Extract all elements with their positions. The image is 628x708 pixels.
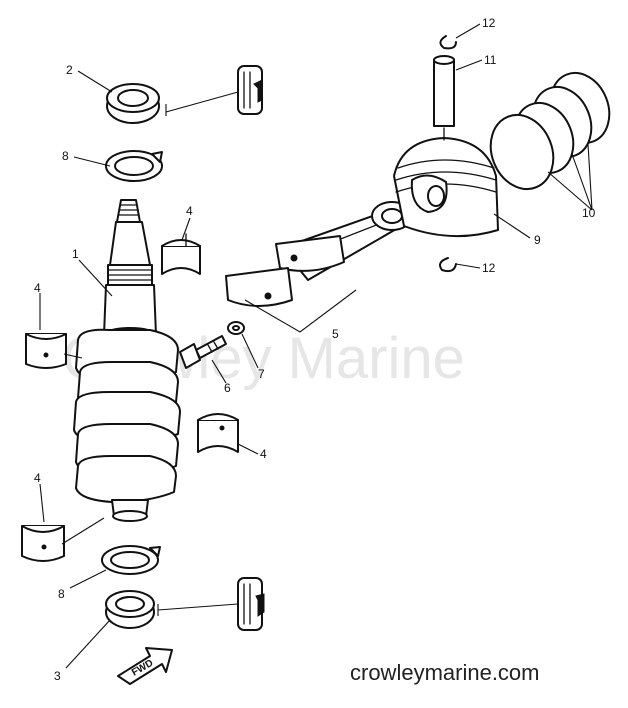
callout-4c: 4 <box>260 447 267 461</box>
callout-8b: 8 <box>58 587 65 601</box>
site-url: crowleymarine.com <box>350 660 540 685</box>
callout-6: 6 <box>224 381 231 395</box>
callout-9: 9 <box>534 233 541 247</box>
bearing-half-4 <box>21 525 65 562</box>
callout-8a: 8 <box>62 149 69 163</box>
seal-ring-lower <box>101 545 161 575</box>
piston-pin <box>433 55 455 141</box>
piston <box>393 137 499 238</box>
crankshaft <box>73 199 181 522</box>
callout-4d: 4 <box>34 471 41 485</box>
oil-seal-lower <box>105 590 155 629</box>
rod-washer <box>227 321 245 335</box>
callout-10: 10 <box>582 206 596 220</box>
fwd-arrow: FWD <box>117 647 173 685</box>
callout-labels: 1 2 3 4 4 4 4 5 6 7 8 8 9 10 11 12 12 <box>34 16 596 683</box>
seal-detail-upper <box>165 65 263 116</box>
seal-ring-upper <box>105 150 163 182</box>
callout-5: 5 <box>332 327 339 341</box>
callout-7: 7 <box>258 367 265 381</box>
callout-4a: 4 <box>186 204 193 218</box>
leader-lines <box>39 23 593 669</box>
oil-seal-upper <box>106 83 160 124</box>
rod-bolt <box>179 335 227 369</box>
callout-3: 3 <box>54 669 61 683</box>
circlip-lower <box>439 257 457 273</box>
callout-2: 2 <box>66 63 73 77</box>
bearing-half-3 <box>197 413 239 453</box>
connecting-rod <box>225 201 413 333</box>
callout-12b: 12 <box>482 261 496 275</box>
bearing-half-1 <box>161 233 201 275</box>
callout-11: 11 <box>484 53 497 67</box>
callout-4b: 4 <box>34 281 41 295</box>
callout-1: 1 <box>72 247 79 261</box>
piston-rings <box>489 72 611 190</box>
circlip-upper <box>439 35 457 50</box>
seal-detail-lower <box>157 577 265 631</box>
bearing-half-2 <box>25 333 67 369</box>
callout-12a: 12 <box>482 16 496 30</box>
